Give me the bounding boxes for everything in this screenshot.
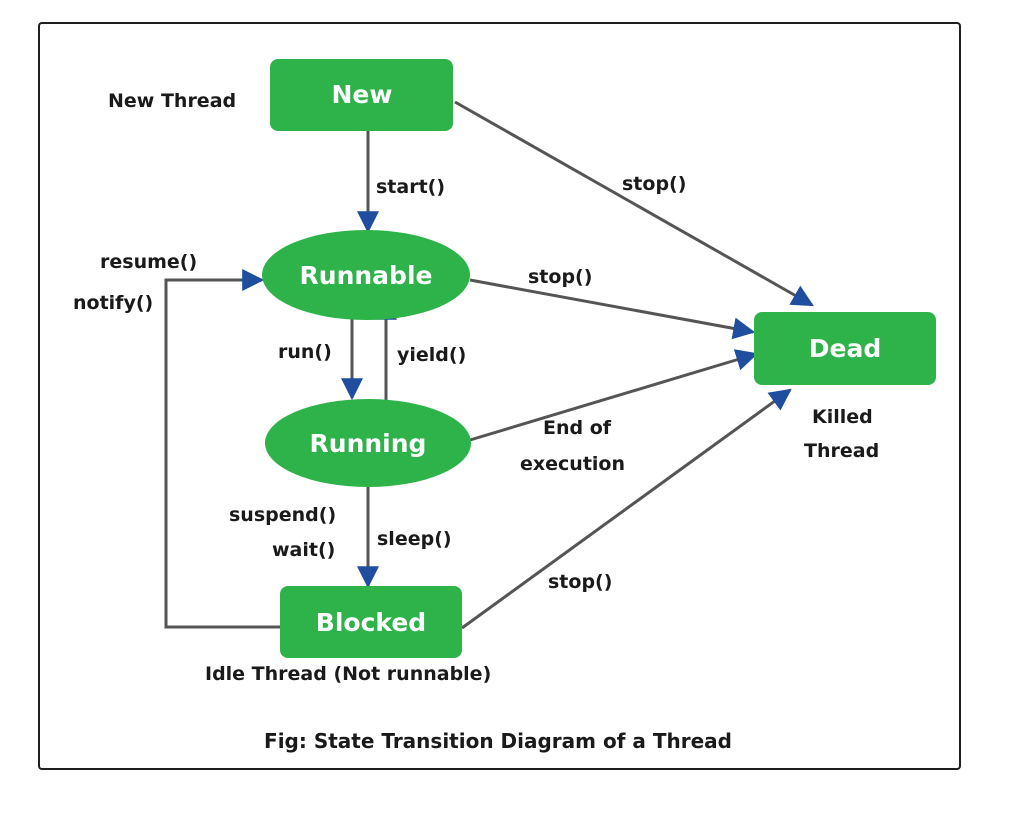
node-blocked: Blocked	[280, 586, 462, 658]
edge-runnable-to-dead	[469, 278, 756, 340]
node-new-label: New	[332, 80, 393, 109]
edge-blocked-to-runnable	[164, 269, 280, 629]
label-wait: wait()	[272, 539, 335, 561]
label-suspend: suspend()	[229, 504, 336, 526]
label-start: start()	[376, 176, 445, 198]
node-runnable-label: Runnable	[300, 261, 433, 290]
node-dead: Dead	[754, 312, 936, 385]
edge-blocked-to-dead	[461, 388, 792, 630]
node-running: Running	[265, 399, 471, 487]
diagram-frame	[38, 22, 961, 770]
node-runnable: Runnable	[262, 230, 470, 320]
figure-caption: Fig: State Transition Diagram of a Threa…	[264, 729, 732, 753]
annotation-killed: Killed	[812, 406, 873, 428]
annotation-thread: Thread	[804, 440, 879, 462]
edge-new-to-dead	[454, 100, 814, 307]
label-stop-new: stop()	[622, 173, 686, 195]
label-yield: yield()	[397, 344, 466, 366]
label-stop-runnable: stop()	[528, 266, 592, 288]
edge-running-to-dead	[469, 349, 759, 442]
annotation-new-thread: New Thread	[108, 90, 236, 112]
node-blocked-label: Blocked	[316, 608, 426, 637]
label-end-of: End of	[543, 417, 612, 439]
label-execution: execution	[520, 453, 625, 475]
label-run: run()	[278, 341, 332, 363]
label-resume: resume()	[100, 251, 197, 273]
label-sleep: sleep()	[377, 528, 452, 550]
annotation-idle-thread: Idle Thread (Not runnable)	[205, 663, 491, 685]
node-new: New	[270, 59, 453, 131]
label-stop-blocked: stop()	[548, 571, 612, 593]
label-notify: notify()	[73, 292, 153, 314]
node-dead-label: Dead	[809, 334, 881, 363]
node-running-label: Running	[310, 429, 427, 458]
